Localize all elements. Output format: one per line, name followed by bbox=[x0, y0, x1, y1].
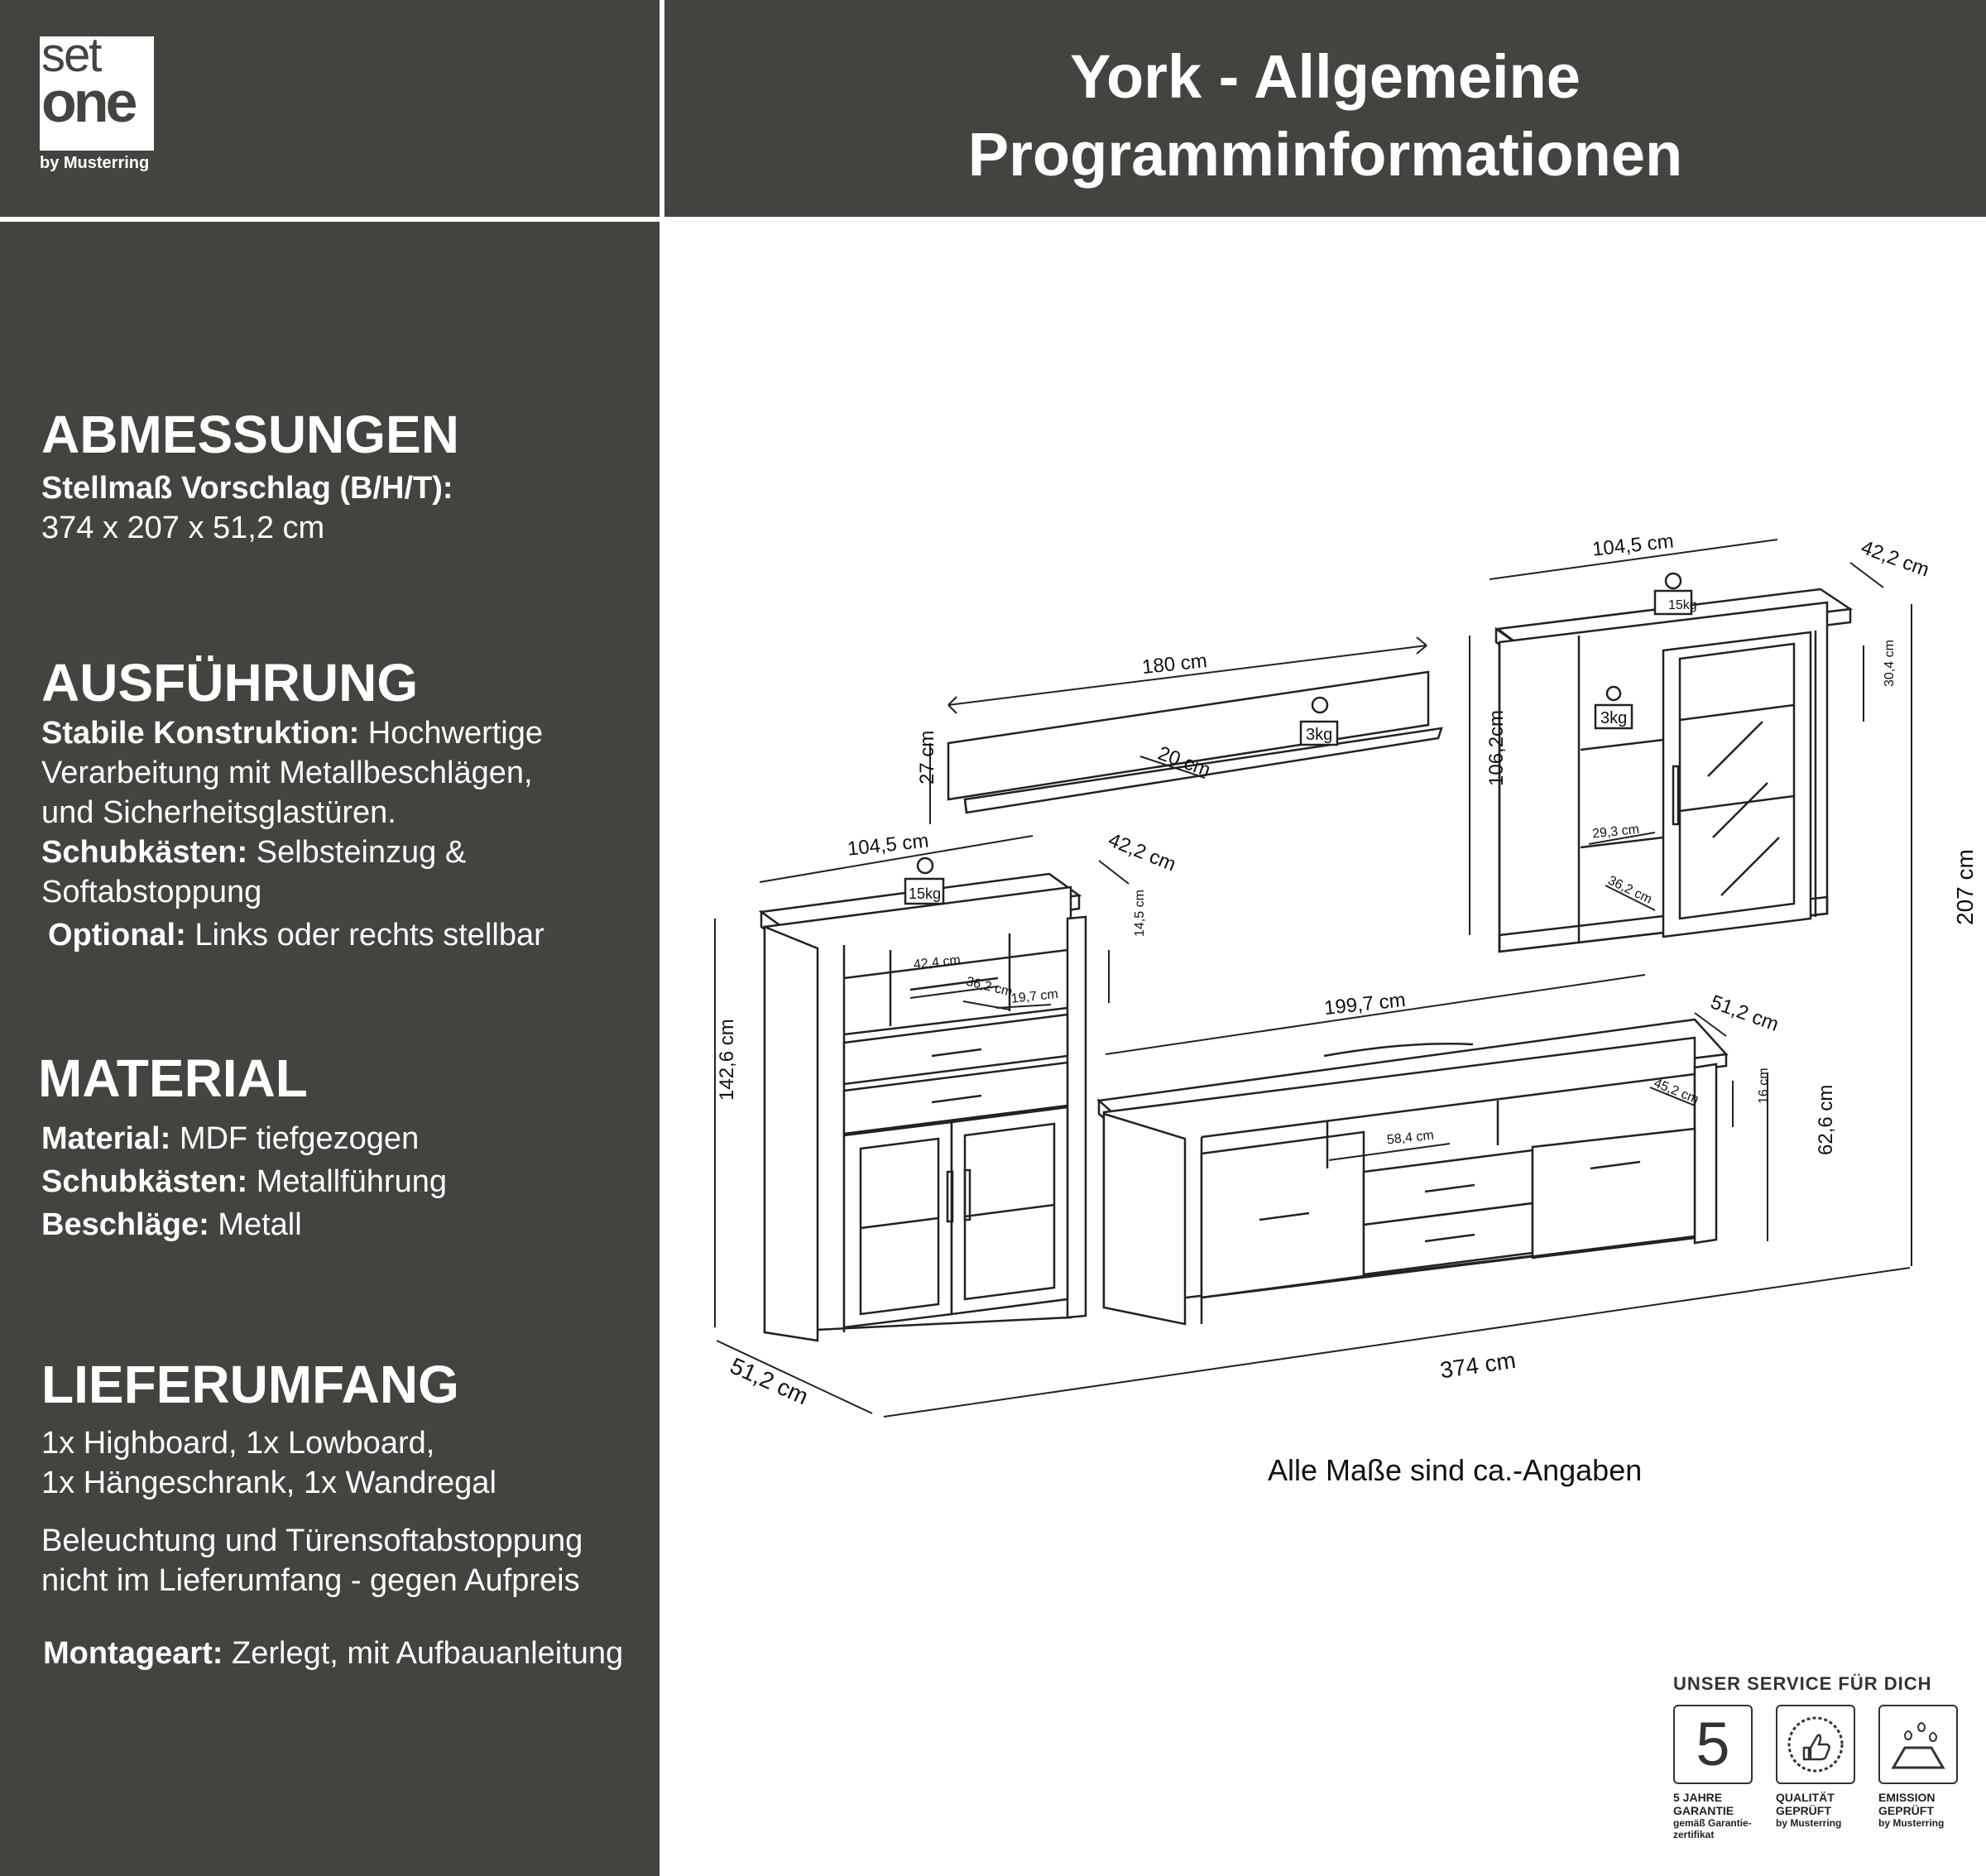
material-line: Schubkästen: Metallführung bbox=[41, 1160, 447, 1203]
material-label: Schubkästen: bbox=[41, 1164, 248, 1199]
dimension-lines bbox=[714, 539, 1912, 1418]
title-panel bbox=[664, 0, 1986, 217]
load-wall-shelf: 3kg bbox=[1600, 709, 1627, 727]
design-label: Stabile Konstruktion: bbox=[41, 716, 360, 751]
material-line: Beschläge: Metall bbox=[41, 1203, 447, 1246]
quality-subtitle: by Musterring bbox=[1776, 1817, 1842, 1829]
design-section: AUSFÜHRUNG Stabile Konstruktion: Hochwer… bbox=[41, 654, 544, 955]
dim-total-width: 374 cm bbox=[1438, 1347, 1517, 1383]
dim-high-inner-width: 42,4 cm bbox=[913, 953, 961, 972]
design-heading: AUSFÜHRUNG bbox=[41, 653, 419, 712]
warranty-5-icon: 5 bbox=[1673, 1705, 1753, 1784]
dim-high-height: 142,6 cm bbox=[716, 1019, 738, 1101]
assembly-value: Zerlegt, mit Aufbauanleitung bbox=[223, 1636, 624, 1671]
dim-wall-height: 106,2cm bbox=[1485, 710, 1508, 786]
material-label: Beschläge: bbox=[41, 1207, 209, 1242]
design-value: Hochwertige bbox=[359, 716, 543, 751]
design-label: Schubkästen: bbox=[41, 835, 248, 870]
material-value: Metall bbox=[209, 1207, 302, 1242]
assembly-label: Montageart: bbox=[43, 1636, 223, 1671]
dim-high-inner-height: 14,5 cm bbox=[1133, 890, 1147, 937]
panel-divider bbox=[660, 0, 664, 1876]
info-panel bbox=[0, 222, 660, 1876]
delivery-heading: LIEFERUMFANG bbox=[41, 1355, 459, 1414]
delivery-line: 1x Highboard, 1x Lowboard, bbox=[41, 1426, 435, 1461]
dim-low-width: 199,7 cm bbox=[1323, 989, 1407, 1020]
design-line: und Sicherheitsglastüren. bbox=[41, 793, 544, 832]
design-value: Selbsteinzug & bbox=[247, 835, 467, 870]
dim-low-depth: 51,2 cm bbox=[1708, 991, 1782, 1036]
assembly-line: Montageart: Zerlegt, mit Aufbauanleitung bbox=[41, 1634, 623, 1673]
material-section: MATERIAL Material: MDF tiefgezogen Schub… bbox=[38, 1049, 447, 1246]
lowboard-drawing bbox=[1096, 1018, 1729, 1326]
dimensions-label: Stellmaß Vorschlag (B/H/T): bbox=[41, 471, 453, 506]
warranty-subtitle: gemäß Garantie-zertifikat bbox=[1673, 1817, 1752, 1840]
title-line-1: York - Allgemeine bbox=[1070, 42, 1581, 111]
design-line: Optional: Links oder rechts stellbar bbox=[41, 915, 544, 955]
dim-low-inner-height: 16 cm bbox=[1757, 1068, 1771, 1104]
load-shelf: 3kg bbox=[1306, 726, 1332, 744]
logo-subtitle: by Musterring bbox=[40, 154, 150, 172]
dim-wall-depth: 42,2 cm bbox=[1858, 536, 1931, 582]
delivery-line: 1x Hängeschrank, 1x Wandregal bbox=[41, 1466, 496, 1500]
design-line: Stabile Konstruktion: Hochwertige bbox=[41, 713, 544, 753]
material-text: Material: MDF tiefgezogen Schubkästen: M… bbox=[38, 1117, 447, 1246]
design-line: Verarbeitung mit Metallbeschlägen, bbox=[41, 753, 544, 793]
design-line: Softabstoppung bbox=[41, 872, 544, 912]
brand-logo: set one bbox=[40, 36, 154, 151]
material-value: Metallführung bbox=[247, 1164, 447, 1199]
title-line-2: Programminformationen bbox=[967, 120, 1683, 189]
dim-total-height: 207 cm bbox=[1952, 849, 1978, 925]
service-title: UNSER SERVICE FÜR DICH bbox=[1673, 1673, 1932, 1694]
dim-total-depth: 51,2 cm bbox=[727, 1353, 813, 1410]
delivery-extra-line: Beleuchtung und Türensoftabstoppung bbox=[41, 1523, 583, 1558]
logo-text-set: set bbox=[41, 36, 102, 82]
delivery-text: 1x Highboard, 1x Lowboard, 1x Hängeschra… bbox=[41, 1423, 623, 1673]
dim-shelf-height: 27 cm bbox=[916, 731, 938, 784]
material-value: MDF tiefgezogen bbox=[170, 1121, 420, 1156]
design-label: Optional: bbox=[48, 918, 186, 952]
load-high-top: 15kg bbox=[909, 885, 941, 902]
material-line: Material: MDF tiefgezogen bbox=[41, 1117, 447, 1160]
material-label: Material: bbox=[41, 1121, 171, 1156]
dim-high-depth: 42,2 cm bbox=[1106, 829, 1179, 876]
wall-cabinet-drawing bbox=[1494, 572, 1854, 953]
logo-text-one: one bbox=[41, 70, 137, 134]
design-text: Stabile Konstruktion: Hochwertige Verarb… bbox=[41, 713, 544, 955]
dimensions-section: ABMESSUNGEN Stellmaß Vorschlag (B/H/T): … bbox=[41, 405, 459, 548]
dim-high-inner-depth-2: 19,7 cm bbox=[1010, 987, 1058, 1006]
quality-thumb-icon bbox=[1776, 1705, 1855, 1784]
dimensions-text: Stellmaß Vorschlag (B/H/T): 374 x 207 x … bbox=[41, 468, 459, 548]
design-value: Softabstoppung bbox=[41, 875, 262, 909]
dim-low-height: 62,6 cm bbox=[1815, 1085, 1837, 1155]
design-value: Links oder rechts stellbar bbox=[185, 918, 544, 952]
delivery-section: LIEFERUMFANG 1x Highboard, 1x Lowboard, … bbox=[41, 1355, 623, 1673]
dimensions-note: Alle Maße sind ca.-Angaben bbox=[1268, 1453, 1643, 1487]
dim-wall-inner-width: 29,3 cm bbox=[1591, 823, 1639, 842]
design-line: Schubkästen: Selbsteinzug & bbox=[41, 832, 544, 872]
page-title: York - Allgemeine Programminformationen bbox=[664, 38, 1986, 194]
design-value: Verarbeitung mit Metallbeschlägen, bbox=[41, 756, 533, 790]
delivery-extra-line: nicht im Lieferumfang - gegen Aufpreis bbox=[41, 1563, 580, 1598]
dimensions-value: 374 x 207 x 51,2 cm bbox=[41, 511, 325, 545]
design-value: und Sicherheitsglastüren. bbox=[41, 795, 396, 830]
material-heading: MATERIAL bbox=[38, 1048, 308, 1108]
load-wall-top: 15kg bbox=[1668, 598, 1697, 612]
emission-icon bbox=[1878, 1705, 1958, 1784]
dim-wall-inner-height: 30,4 cm bbox=[1883, 640, 1897, 687]
wall-shelf-drawing bbox=[947, 670, 1443, 814]
highboard-drawing bbox=[758, 856, 1087, 1342]
dim-low-inner-width: 58,4 cm bbox=[1386, 1129, 1434, 1148]
emission-subtitle: by Musterring bbox=[1878, 1817, 1945, 1829]
dimensions-heading: ABMESSUNGEN bbox=[41, 405, 459, 464]
panel-divider-horizontal bbox=[0, 217, 660, 222]
